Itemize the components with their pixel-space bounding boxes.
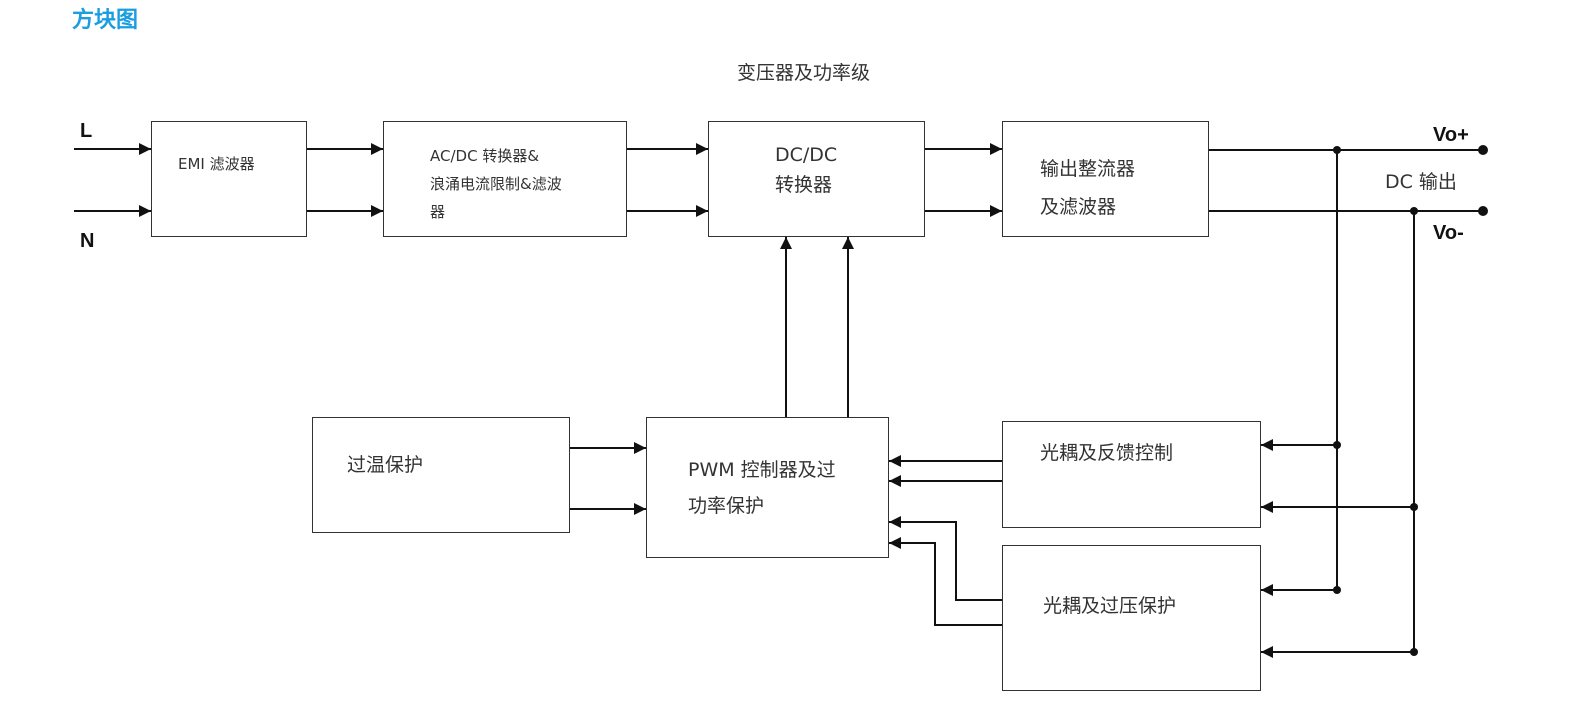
ovp-label: 光耦及过压保护 xyxy=(1043,595,1177,617)
junction-dot xyxy=(1410,503,1418,511)
feedback-control-label: 光耦及反馈控制 xyxy=(1040,442,1174,464)
output-rectifier-label: 输出整流器 及滤波器 xyxy=(1040,158,1136,218)
dcdc-converter-label: DC/DC 转换器 xyxy=(775,144,838,196)
emi-filter-label: EMI 滤波器 xyxy=(178,155,255,173)
input-n-label: N xyxy=(80,230,95,252)
acdc-converter-label: AC/DC 转换器& 浪涌电流限制&滤波 器 xyxy=(430,147,562,221)
junction-dot xyxy=(1410,648,1418,656)
page-title: 方块图 xyxy=(72,8,139,33)
feedback-control-block: 光耦及反馈控制 xyxy=(1002,421,1261,528)
junction-dot xyxy=(1410,207,1418,215)
otp-label: 过温保护 xyxy=(347,454,424,476)
ovp-to-pwm-arrow-bottom xyxy=(889,537,1002,626)
ovp-block: 光耦及过压保护 xyxy=(1002,545,1261,691)
acdc-converter-block: AC/DC 转换器& 浪涌电流限制&滤波 器 xyxy=(383,121,627,237)
pwm-controller-block: PWM 控制器及过 功率保护 xyxy=(646,417,889,558)
ovp-to-pwm-arrow-top xyxy=(889,516,1002,601)
junction-dot xyxy=(1333,146,1341,154)
vo-plus-terminal xyxy=(1478,145,1488,155)
vo-plus-label: Vo+ xyxy=(1433,124,1469,146)
junction-dot xyxy=(1333,441,1341,449)
output-rectifier-block: 输出整流器 及滤波器 xyxy=(1002,121,1209,237)
dc-output-label: DC 输出 xyxy=(1385,171,1457,193)
transformer-stage-caption: 变压器及功率级 xyxy=(737,62,871,84)
emi-filter-block: EMI 滤波器 xyxy=(151,121,307,237)
dcdc-converter-block: DC/DC 转换器 xyxy=(708,121,925,237)
vo-minus-label: Vo- xyxy=(1433,222,1464,244)
junction-dot xyxy=(1333,586,1341,594)
vo-minus-terminal xyxy=(1478,206,1488,216)
input-l-label: L xyxy=(80,120,93,142)
pwm-controller-label: PWM 控制器及过 功率保护 xyxy=(688,459,836,517)
otp-block: 过温保护 xyxy=(312,417,570,533)
